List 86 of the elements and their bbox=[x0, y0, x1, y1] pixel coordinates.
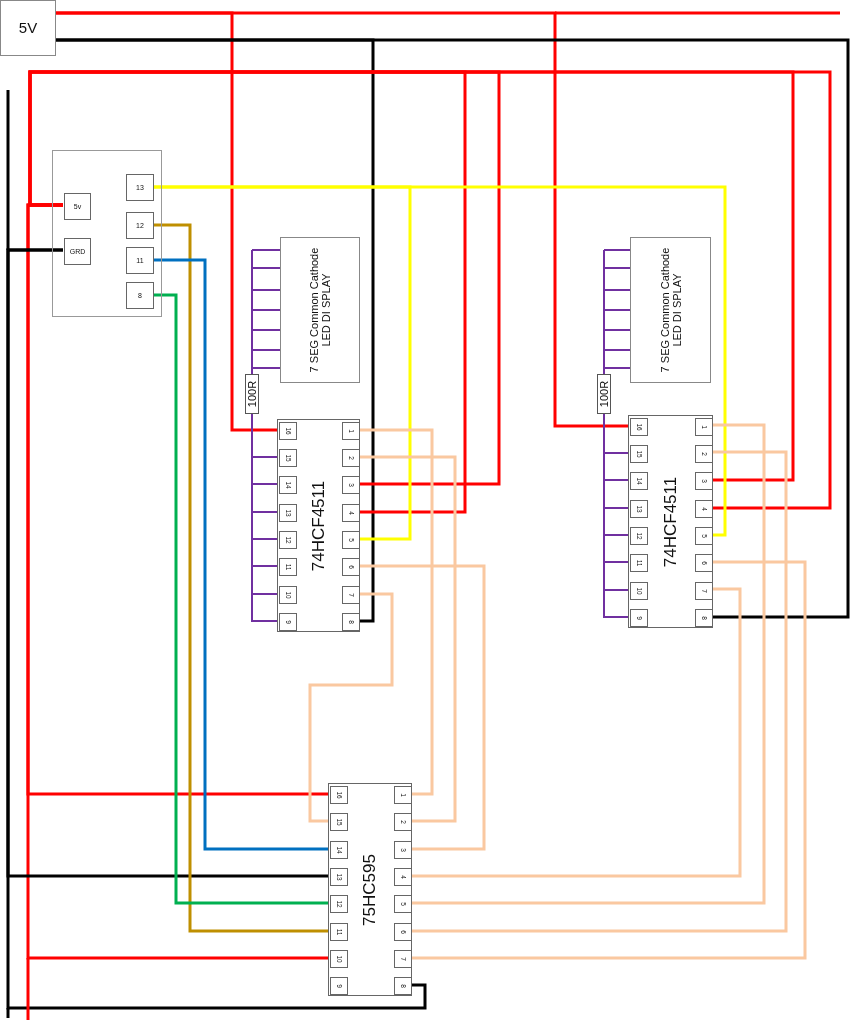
ic-pin bbox=[342, 531, 360, 549]
ic-pin bbox=[342, 558, 360, 576]
ic-pin bbox=[279, 531, 297, 549]
ic-pin bbox=[394, 813, 412, 831]
ic-pin bbox=[695, 554, 713, 572]
seven-segment-display bbox=[280, 237, 360, 383]
ic-pin bbox=[630, 500, 648, 518]
ic-pin bbox=[330, 786, 348, 804]
wire bbox=[56, 38, 850, 619]
ic-pin bbox=[630, 609, 648, 627]
ic-pin bbox=[695, 527, 713, 545]
seven-segment-display bbox=[630, 237, 711, 383]
resistor bbox=[245, 374, 259, 414]
ic-pin bbox=[330, 813, 348, 831]
ic-pin bbox=[394, 950, 412, 968]
ic-pin bbox=[630, 418, 648, 436]
board-pin bbox=[126, 174, 154, 201]
ic-pin bbox=[630, 527, 648, 545]
ic-pin bbox=[394, 895, 412, 913]
ic-pin bbox=[695, 472, 713, 490]
ic-chip bbox=[277, 419, 360, 632]
ic-chip bbox=[628, 415, 713, 628]
wire bbox=[411, 450, 788, 933]
ic-pin bbox=[330, 868, 348, 886]
ic-pin bbox=[279, 422, 297, 440]
wire bbox=[6, 248, 427, 1010]
ic-pin bbox=[279, 586, 297, 604]
chip-label: 75HC595 bbox=[360, 853, 380, 926]
power-supply-box bbox=[0, 0, 56, 56]
board-pin bbox=[126, 282, 154, 309]
wire bbox=[411, 587, 742, 878]
ic-pin bbox=[342, 586, 360, 604]
supply-label: 5V bbox=[18, 19, 38, 37]
display-label: 7 SEG Common Cathode LED DI SPLAY bbox=[658, 246, 683, 374]
board-pin bbox=[126, 247, 154, 274]
wire bbox=[26, 203, 329, 960]
ic-pin bbox=[342, 613, 360, 631]
ic-pin bbox=[342, 422, 360, 440]
ic-pin bbox=[695, 500, 713, 518]
ic-pin bbox=[279, 449, 297, 467]
ic-pin bbox=[330, 977, 348, 995]
wire bbox=[359, 564, 486, 851]
ic-pin bbox=[279, 558, 297, 576]
ic-pin bbox=[630, 554, 648, 572]
ic-pin bbox=[394, 868, 412, 886]
board-pin bbox=[126, 212, 154, 239]
ic-pin bbox=[630, 472, 648, 490]
ic-pin bbox=[630, 582, 648, 600]
ic-pin bbox=[695, 445, 713, 463]
ic-pin bbox=[279, 504, 297, 522]
resistor-value: 100R bbox=[597, 380, 611, 408]
ic-pin bbox=[394, 786, 412, 804]
wire bbox=[153, 185, 727, 537]
ic-pin bbox=[330, 950, 348, 968]
ic-pin bbox=[342, 504, 360, 522]
ic-pin bbox=[695, 582, 713, 600]
ic-pin bbox=[695, 418, 713, 436]
wire bbox=[251, 249, 281, 375]
wire bbox=[411, 560, 807, 960]
ic-pin bbox=[394, 841, 412, 859]
microcontroller-board bbox=[52, 150, 162, 317]
wire bbox=[603, 249, 631, 375]
wire bbox=[359, 455, 457, 823]
chip-label: 74HCF4511 bbox=[309, 480, 328, 571]
ic-pin bbox=[330, 841, 348, 859]
ic-pin bbox=[279, 613, 297, 631]
chip-label: 74HCF4511 bbox=[661, 476, 680, 567]
board-pin bbox=[64, 193, 91, 220]
wire bbox=[411, 423, 766, 905]
wire bbox=[56, 11, 629, 428]
ic-pin bbox=[342, 476, 360, 494]
ic-chip bbox=[328, 783, 412, 996]
ic-pin bbox=[342, 449, 360, 467]
display-label: 7 SEG Common Cathode LED DI SPLAY bbox=[307, 246, 333, 374]
ic-pin bbox=[630, 445, 648, 463]
ic-pin bbox=[394, 923, 412, 941]
ic-pin bbox=[695, 609, 713, 627]
resistor-value: 100R bbox=[245, 380, 259, 408]
resistor bbox=[597, 374, 611, 414]
wire bbox=[359, 428, 434, 796]
ic-pin bbox=[330, 923, 348, 941]
ic-pin bbox=[330, 895, 348, 913]
ic-pin bbox=[394, 977, 412, 995]
board-pin bbox=[64, 238, 91, 265]
ic-pin bbox=[279, 476, 297, 494]
wire bbox=[308, 592, 394, 823]
